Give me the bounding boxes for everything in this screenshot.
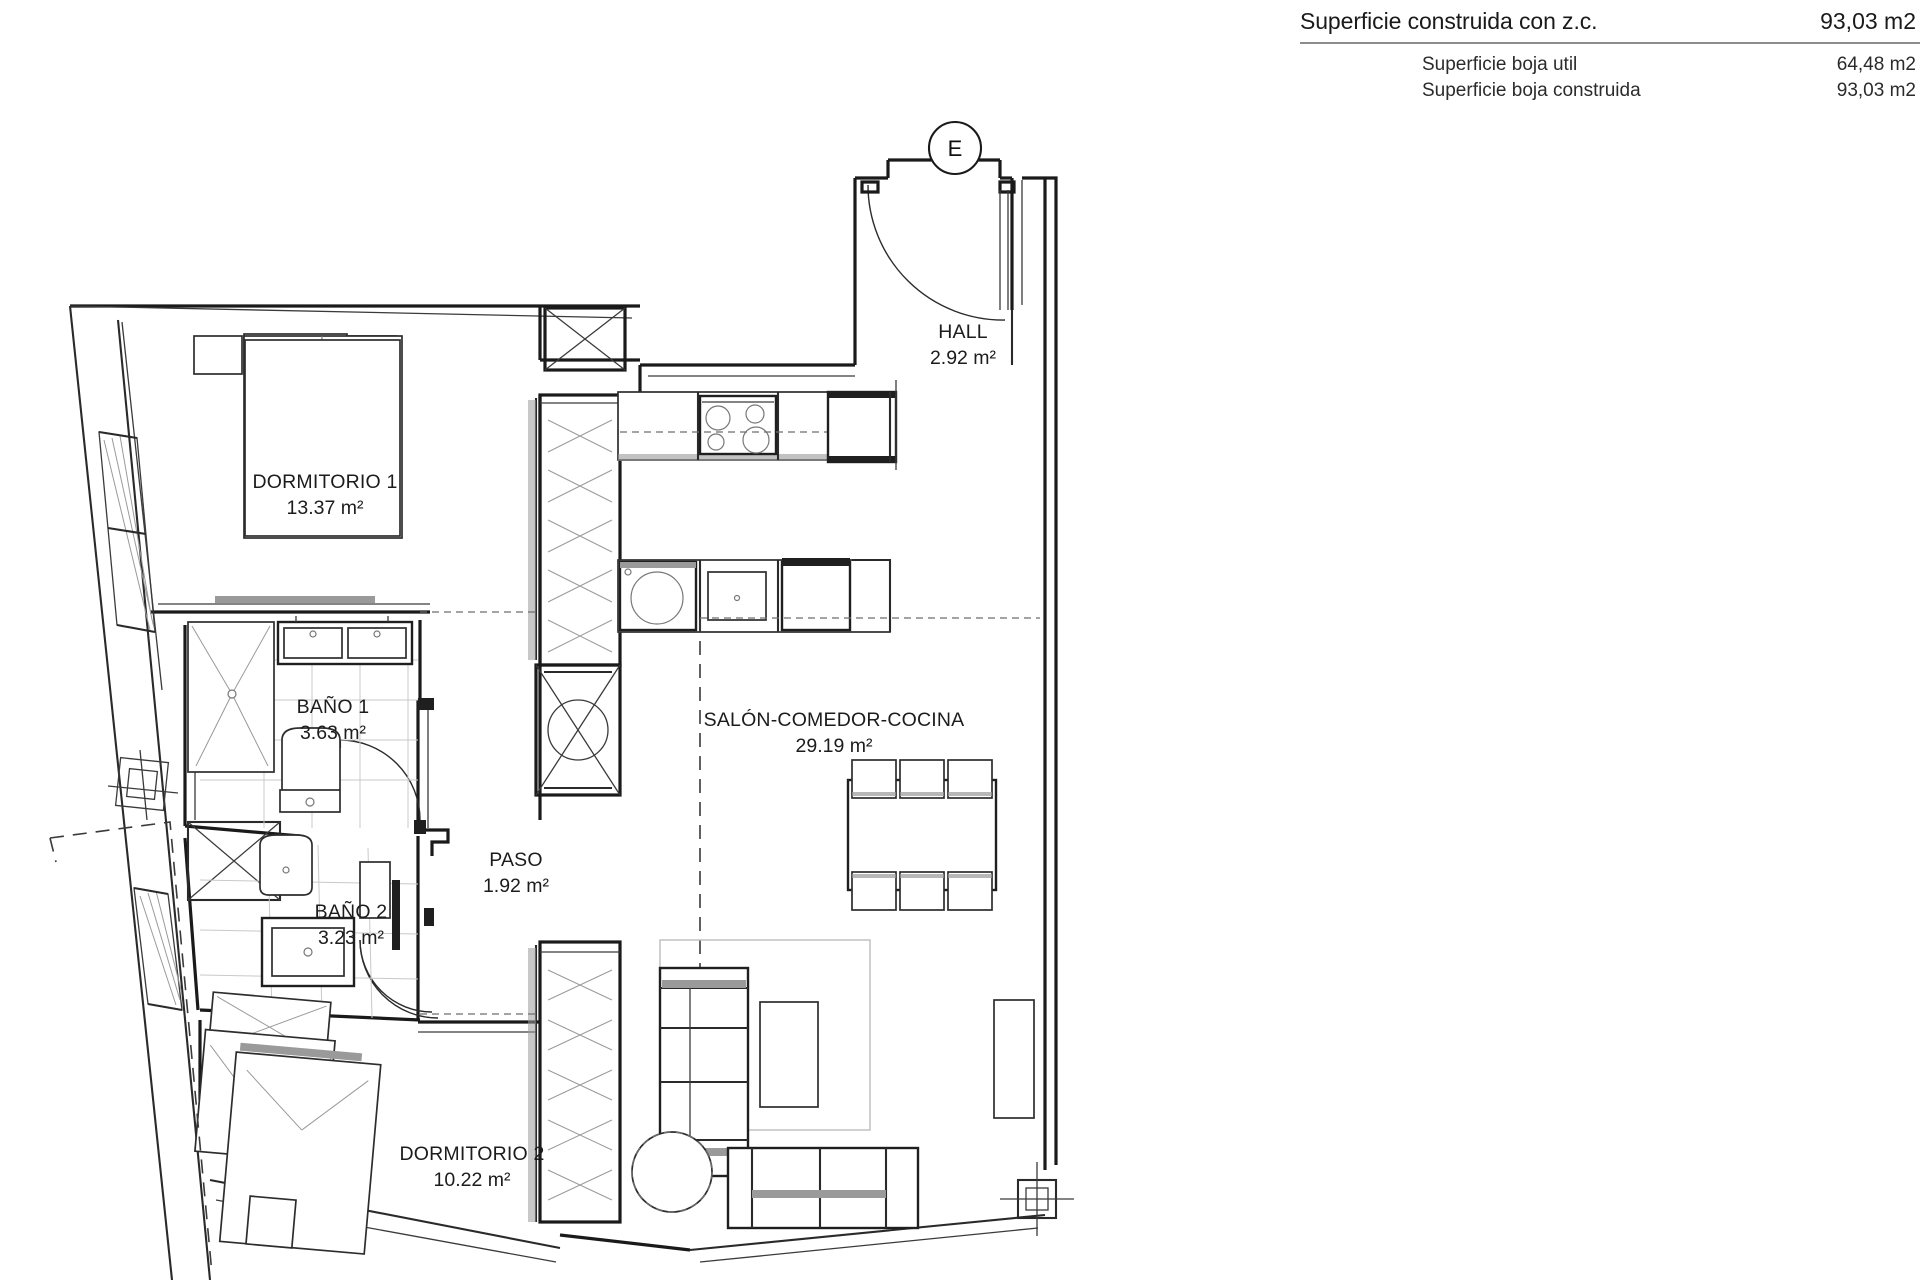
room-area-paso: 1.92 m²: [483, 875, 550, 897]
wardrobes: [186, 393, 622, 1224]
surface-main-value: 93,03 m2: [1820, 8, 1916, 34]
surface-construida-label: Superficie boja construida: [1422, 80, 1641, 101]
column-marker: [107, 749, 179, 821]
kitchen-fixtures: [617, 380, 898, 633]
surface-construida-value: 93,03 m2: [1836, 80, 1916, 101]
room-label-dormitorio-2: DORMITORIO 2: [399, 1143, 544, 1165]
structural-walls: [68, 158, 1074, 1280]
room-label-hall: HALL: [938, 321, 988, 343]
room-area-dormitorio-2: 10.22 m²: [434, 1169, 511, 1191]
room-area-dormitorio-1: 13.37 m²: [287, 497, 364, 519]
table-row: Superficie boja construida 93,03 m2: [1300, 78, 1920, 104]
entrance-marker: E: [927, 120, 983, 176]
room-label-paso: PASO: [489, 849, 543, 871]
surface-util-label: Superficie boja util: [1422, 54, 1578, 75]
hall-details: [999, 190, 1009, 310]
room-label-dormitorio-1: DORMITORIO 1: [252, 471, 397, 493]
room-label-bano-2: BAÑO 2: [315, 899, 388, 923]
table-divider: [1300, 42, 1920, 44]
surface-area-table: Superficie construida con z.c. 93,03 m2 …: [1300, 0, 1920, 104]
bedroom2-furniture: [194, 991, 382, 1255]
room-area-bano-2: 3.23 m²: [318, 927, 385, 949]
bano2-fixtures: [199, 834, 419, 1019]
room-label-bano-1: BAÑO 1: [297, 694, 370, 718]
room-label-salon: SALÓN-COMEDOR-COCINA: [704, 708, 965, 731]
site-boundary: [49, 821, 213, 1275]
room-labels: HALL 2.92 m² DORMITORIO 1 13.37 m² BAÑO …: [252, 321, 996, 1191]
table-row: Superficie construida con z.c. 93,03 m2: [1300, 6, 1920, 39]
living-dining-furniture: [420, 611, 1040, 1230]
floor-plan-drawing: E HALL 2.92 m² DORMITORIO 1 13.37 m² BAÑ…: [49, 120, 1074, 1280]
table-row: Superficie boja util 64,48 m2: [1300, 52, 1920, 78]
bedroom1-furniture: [193, 333, 403, 603]
room-area-salon: 29.19 m²: [796, 735, 873, 757]
surface-main-label: Superficie construida con z.c.: [1300, 8, 1598, 34]
entrance-marker-label: E: [948, 136, 963, 161]
surface-util-value: 64,48 m2: [1836, 54, 1916, 75]
bano1-fixtures: [187, 616, 418, 828]
room-area-hall: 2.92 m²: [930, 347, 997, 369]
room-area-bano-1: 3.63 m²: [300, 722, 367, 744]
windows: [98, 430, 183, 1012]
